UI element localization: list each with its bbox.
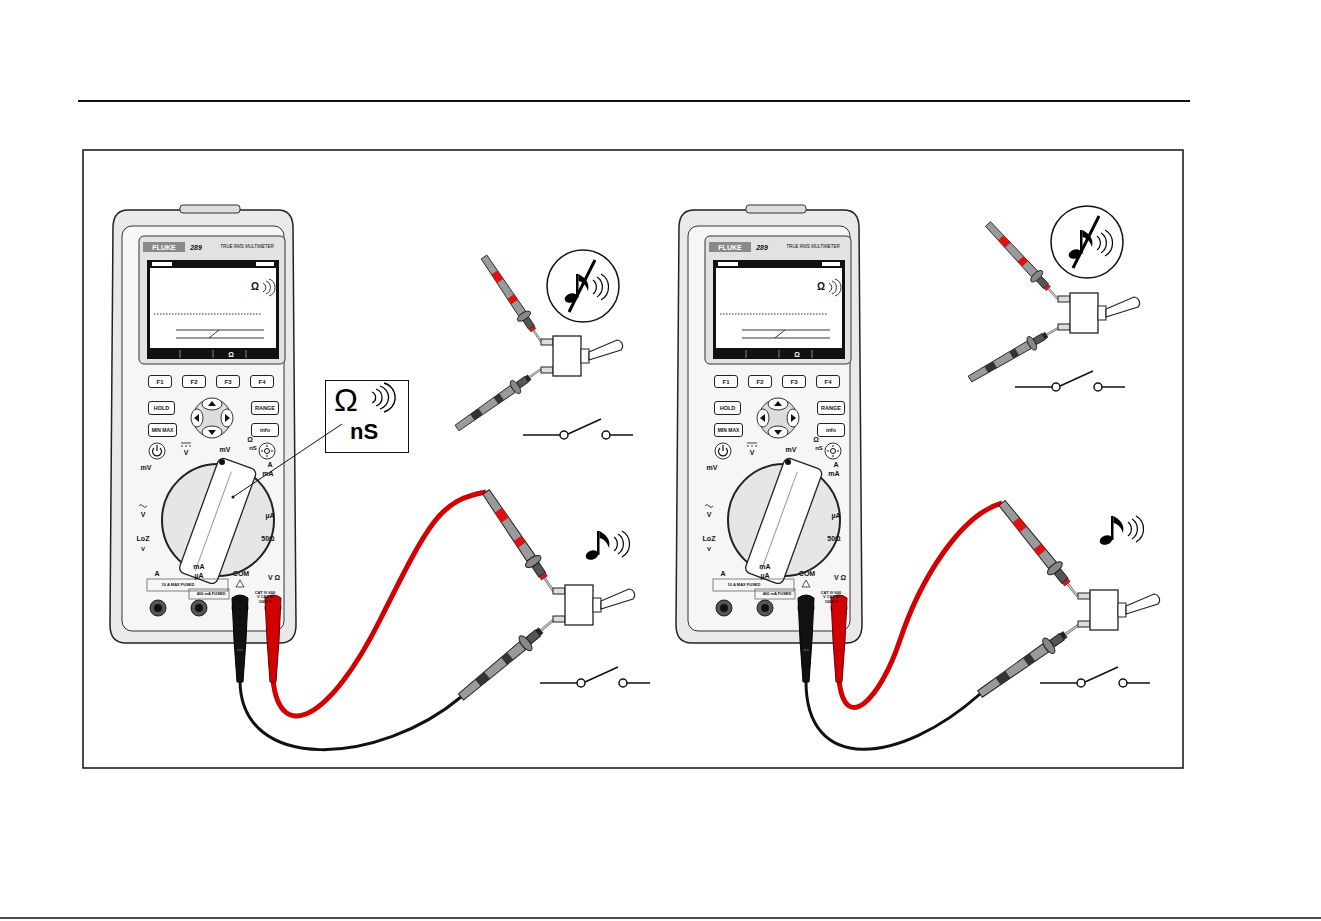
panel-label: V — [184, 449, 189, 456]
panel-label: Ω — [817, 282, 825, 292]
button-label: info — [826, 427, 836, 433]
panel-label: TRUE RMS MULTIMETER — [786, 245, 840, 250]
panel-label: V — [141, 546, 145, 552]
panel-label: mV — [141, 464, 152, 471]
meter-button: F1 — [714, 375, 738, 388]
panel-label: LoZ — [703, 535, 716, 542]
panel-label: CAT IV 600 V CAT III 1000 V — [254, 591, 276, 604]
panel-label: A — [154, 570, 159, 577]
panel-label: Ω — [247, 436, 253, 443]
meter-button: RANGE — [817, 401, 845, 415]
panel-label: µA — [760, 572, 769, 579]
panel-label: A — [833, 461, 838, 468]
panel-label: V Ω — [268, 574, 280, 581]
button-label: F1 — [156, 379, 163, 385]
panel-label: FLUKE — [152, 244, 175, 251]
panel-label: 50Ω — [261, 535, 274, 542]
panel-label: 289 — [190, 244, 202, 251]
meter-button: MIN MAX — [148, 423, 177, 437]
button-label: RANGE — [255, 405, 275, 411]
panel-label: Ω — [251, 282, 259, 292]
panel-label: 50Ω — [827, 535, 840, 542]
button-label: F2 — [190, 379, 197, 385]
panel-label: mA — [759, 563, 770, 570]
button-label: F4 — [824, 379, 831, 385]
button-label: MIN MAX — [152, 427, 174, 433]
button-label: F1 — [722, 379, 729, 385]
meter-button: RANGE — [251, 401, 279, 415]
meter-button: F3 — [216, 375, 240, 388]
button-label: HOLD — [720, 405, 736, 411]
meter-button: F3 — [782, 375, 806, 388]
panel-label: V — [707, 511, 712, 518]
panel-label: A — [720, 570, 725, 577]
panel-label: µA — [831, 512, 840, 519]
button-label: F2 — [756, 379, 763, 385]
panel-label: nS — [815, 445, 823, 451]
panel-label: Ω — [228, 351, 234, 358]
panel-label: LoZ — [137, 535, 150, 542]
panel-label: CAT IV 600 V CAT III 1000 V — [820, 591, 842, 604]
button-label: F4 — [258, 379, 265, 385]
meter-button: HOLD — [148, 401, 175, 415]
panel-label: mV — [220, 446, 231, 453]
meter-button: HOLD — [714, 401, 741, 415]
callout-text: Ω — [334, 384, 358, 416]
meter-button: F2 — [182, 375, 206, 388]
panel-label: V — [750, 449, 755, 456]
panel-label: V — [141, 511, 146, 518]
button-label: F3 — [790, 379, 797, 385]
meter-button: info — [251, 423, 279, 437]
panel-label: A — [267, 461, 272, 468]
panel-label: 289 — [756, 244, 768, 251]
meter-button: F4 — [816, 375, 840, 388]
panel-label: COM — [233, 570, 249, 577]
panel-label: mA — [193, 563, 204, 570]
panel-label: V Ω — [834, 574, 846, 581]
panel-label: Ω — [813, 436, 819, 443]
panel-label: 10 A MAX FUSED — [162, 583, 195, 587]
panel-label: V — [707, 546, 711, 552]
panel-label: µA — [194, 572, 203, 579]
panel-label: mA — [828, 470, 839, 477]
button-label: HOLD — [154, 405, 170, 411]
button-label: info — [260, 427, 270, 433]
callout-text: nS — [350, 421, 378, 443]
panel-label: µA — [265, 512, 274, 519]
panel-label: 400 mA FUSED — [197, 592, 226, 596]
panel-label: TRUE RMS MULTIMETER — [220, 245, 274, 250]
button-label: MIN MAX — [718, 427, 740, 433]
panel-label: mA — [262, 470, 273, 477]
panel-label: COM — [799, 570, 815, 577]
panel-label: 400 mA FUSED — [763, 592, 792, 596]
panel-label: Ω — [794, 351, 800, 358]
meter-button: F2 — [748, 375, 772, 388]
button-label: RANGE — [821, 405, 841, 411]
meter-button: info — [817, 423, 845, 437]
panel-label: nS — [249, 445, 257, 451]
panel-label: mV — [786, 446, 797, 453]
panel-label: mV — [707, 464, 718, 471]
callout-box: ΩnS — [325, 380, 409, 453]
button-label: F3 — [224, 379, 231, 385]
meter-button: F4 — [250, 375, 274, 388]
meter-button: MIN MAX — [714, 423, 743, 437]
panel-label: FLUKE — [718, 244, 741, 251]
panel-label: 10 A MAX FUSED — [728, 583, 761, 587]
meter-button: F1 — [148, 375, 172, 388]
